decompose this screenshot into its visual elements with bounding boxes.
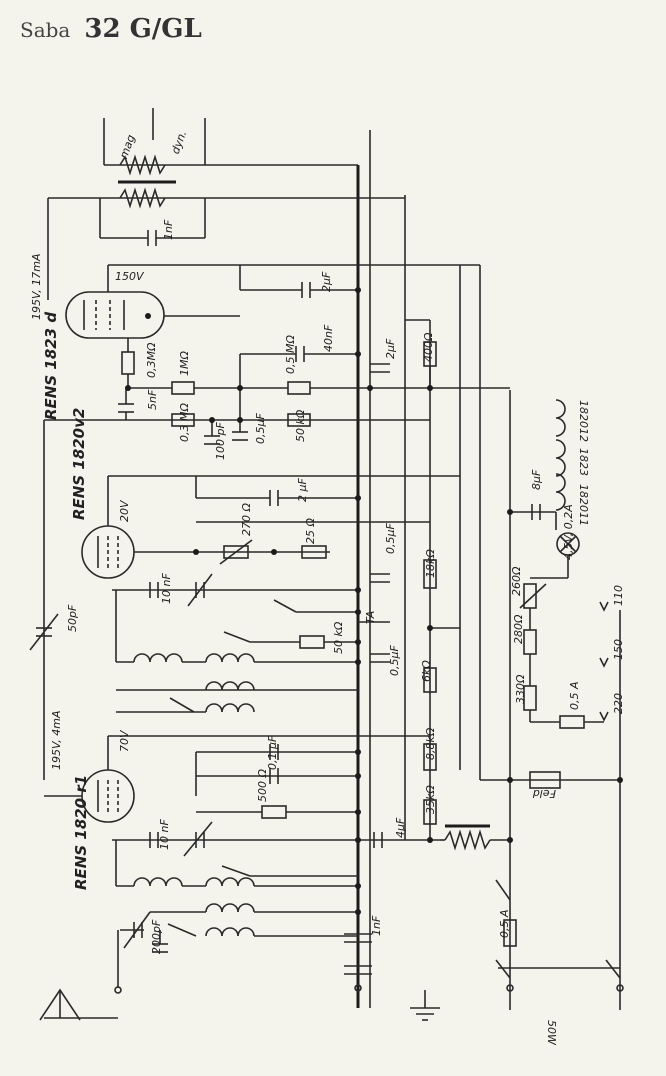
- coil-group-lower: [115, 840, 358, 937]
- tube3-anode-voltage: 70V: [118, 729, 131, 752]
- cap-10nf-label: 10 nF: [160, 573, 173, 604]
- ta-label: TA: [364, 611, 377, 624]
- tube1-name: RENS 1823 d: [42, 312, 60, 420]
- cap-100pf-label: 100 pF: [214, 422, 227, 460]
- anode-section-1823: 2µF 0,3MΩ 1MΩ 0,5 MΩ 40nF 2µF 400Ω: [44, 265, 510, 460]
- cap-01uf-label: 0,1 µF: [266, 735, 279, 770]
- res-88k-label: 8,8kΩ: [424, 727, 437, 760]
- res-1m-label: 1MΩ: [178, 351, 191, 376]
- res-6k-label: 6kΩ: [420, 660, 433, 682]
- pilot-lamp: 4,5V, 0,2A: [556, 504, 580, 578]
- cap-10nf-b-label: 10 nF: [158, 819, 171, 850]
- cap-50pf-label: 50pF: [66, 604, 79, 632]
- res-35k-label: 35kΩ: [424, 785, 437, 814]
- v220-label: 220: [612, 693, 625, 714]
- output-transformer: 182012 1823 182011 8µF: [510, 399, 590, 530]
- res-50k-b-label: 50 kΩ: [332, 621, 345, 654]
- res-270-label: 270 Ω: [240, 503, 253, 536]
- cap-05uf-label: 0,5µF: [254, 413, 267, 444]
- coil-group-upper: [115, 590, 358, 713]
- res-330-label: 330Ω: [514, 674, 527, 704]
- coil-b-label: 1823: [577, 448, 590, 476]
- res-18k-label: 18kΩ: [424, 549, 437, 578]
- cap-8uf-label: 8µF: [530, 469, 543, 490]
- pickup-dyn-label: dyn.: [169, 129, 189, 156]
- res-280-label: 280Ω: [512, 614, 525, 644]
- cap-1nf-b-label: 1nF: [370, 915, 383, 936]
- cap-1nf-top-label: 1nF: [162, 219, 175, 240]
- tube-rens1823d: 150V 195V, 17mA RENS 1823 d: [30, 254, 480, 420]
- lamp-rating: 4,5V, 0,2A: [562, 504, 575, 560]
- res-50k-label: 50 kΩ: [294, 409, 307, 442]
- res-260-label: 260Ω: [510, 566, 523, 596]
- antenna-input: 200pF: [39, 911, 168, 1021]
- fuse2-label: 0,5 A: [498, 909, 511, 938]
- cap-200pf-label: 200pF: [150, 919, 163, 954]
- v110-label: 110: [612, 585, 625, 606]
- fuse1-label: 0,5 A: [568, 681, 581, 710]
- voltage-selector: 260Ω 280Ω 330Ω 0,5 A 110 150 220: [510, 566, 625, 729]
- field-label: Feld: [532, 787, 556, 800]
- ground-section: 1nF: [344, 915, 440, 1021]
- tube3-name: RENS 1820 r1: [72, 775, 90, 890]
- cap-05uf-c-label: 0,5µF: [388, 645, 401, 676]
- cap-40nf-label: 40nF: [322, 324, 335, 352]
- res-500-label: 500 Ω: [256, 769, 269, 802]
- mains-switch: 0,5 A 50W: [495, 879, 624, 1046]
- cap-2uf-mid-label: 2µF: [384, 338, 397, 359]
- model-name: 32 G/GL: [84, 14, 202, 44]
- switch-power-label: 50W: [545, 1020, 558, 1046]
- pickup-input: mag dyn. 1nF: [47, 108, 405, 300]
- coil-c-label: 182011: [577, 484, 590, 526]
- brand-name: Saba: [20, 18, 71, 42]
- res-25-label: 25 Ω: [304, 518, 317, 544]
- junction-dots: [125, 287, 623, 915]
- res-400-label: 400Ω: [422, 332, 435, 362]
- tube2-anode-voltage: 20V: [118, 499, 131, 522]
- cap-2uf-top-label: 2µF: [320, 271, 333, 292]
- header: Saba 32 G/GL: [20, 14, 202, 44]
- field-coil: Feld: [480, 771, 620, 800]
- res-03m-label: 0,3MΩ: [145, 342, 158, 378]
- tube-rens1820r1: 70V 195V, 4mA RENS 1820 r1 0,1 µF 500 Ω …: [44, 711, 510, 890]
- tube-rens1820v2: 20V RENS 1820v2 2 µF 270 Ω 25 Ω 0,5µF 10…: [70, 408, 460, 693]
- tube2-name: RENS 1820v2: [70, 408, 88, 520]
- trimmer-50pf: 50pF: [29, 420, 79, 780]
- tube1-rating: 195V, 17mA: [30, 254, 43, 321]
- tube1-anode-voltage: 150V: [115, 270, 145, 283]
- res-03m-b-label: 0,3 MΩ: [178, 403, 191, 442]
- tube3-rating: 195V, 4mA: [50, 711, 63, 771]
- cap-2uf-b-label: 2 µF: [296, 478, 309, 502]
- cap-4uf-label: 4µF: [394, 817, 407, 838]
- cap-05uf-b-label: 0,5µF: [384, 523, 397, 554]
- coil-a-label: 182012: [577, 400, 590, 442]
- v150-label: 150: [612, 639, 625, 660]
- cap-5nf-label: 5nF: [146, 389, 159, 410]
